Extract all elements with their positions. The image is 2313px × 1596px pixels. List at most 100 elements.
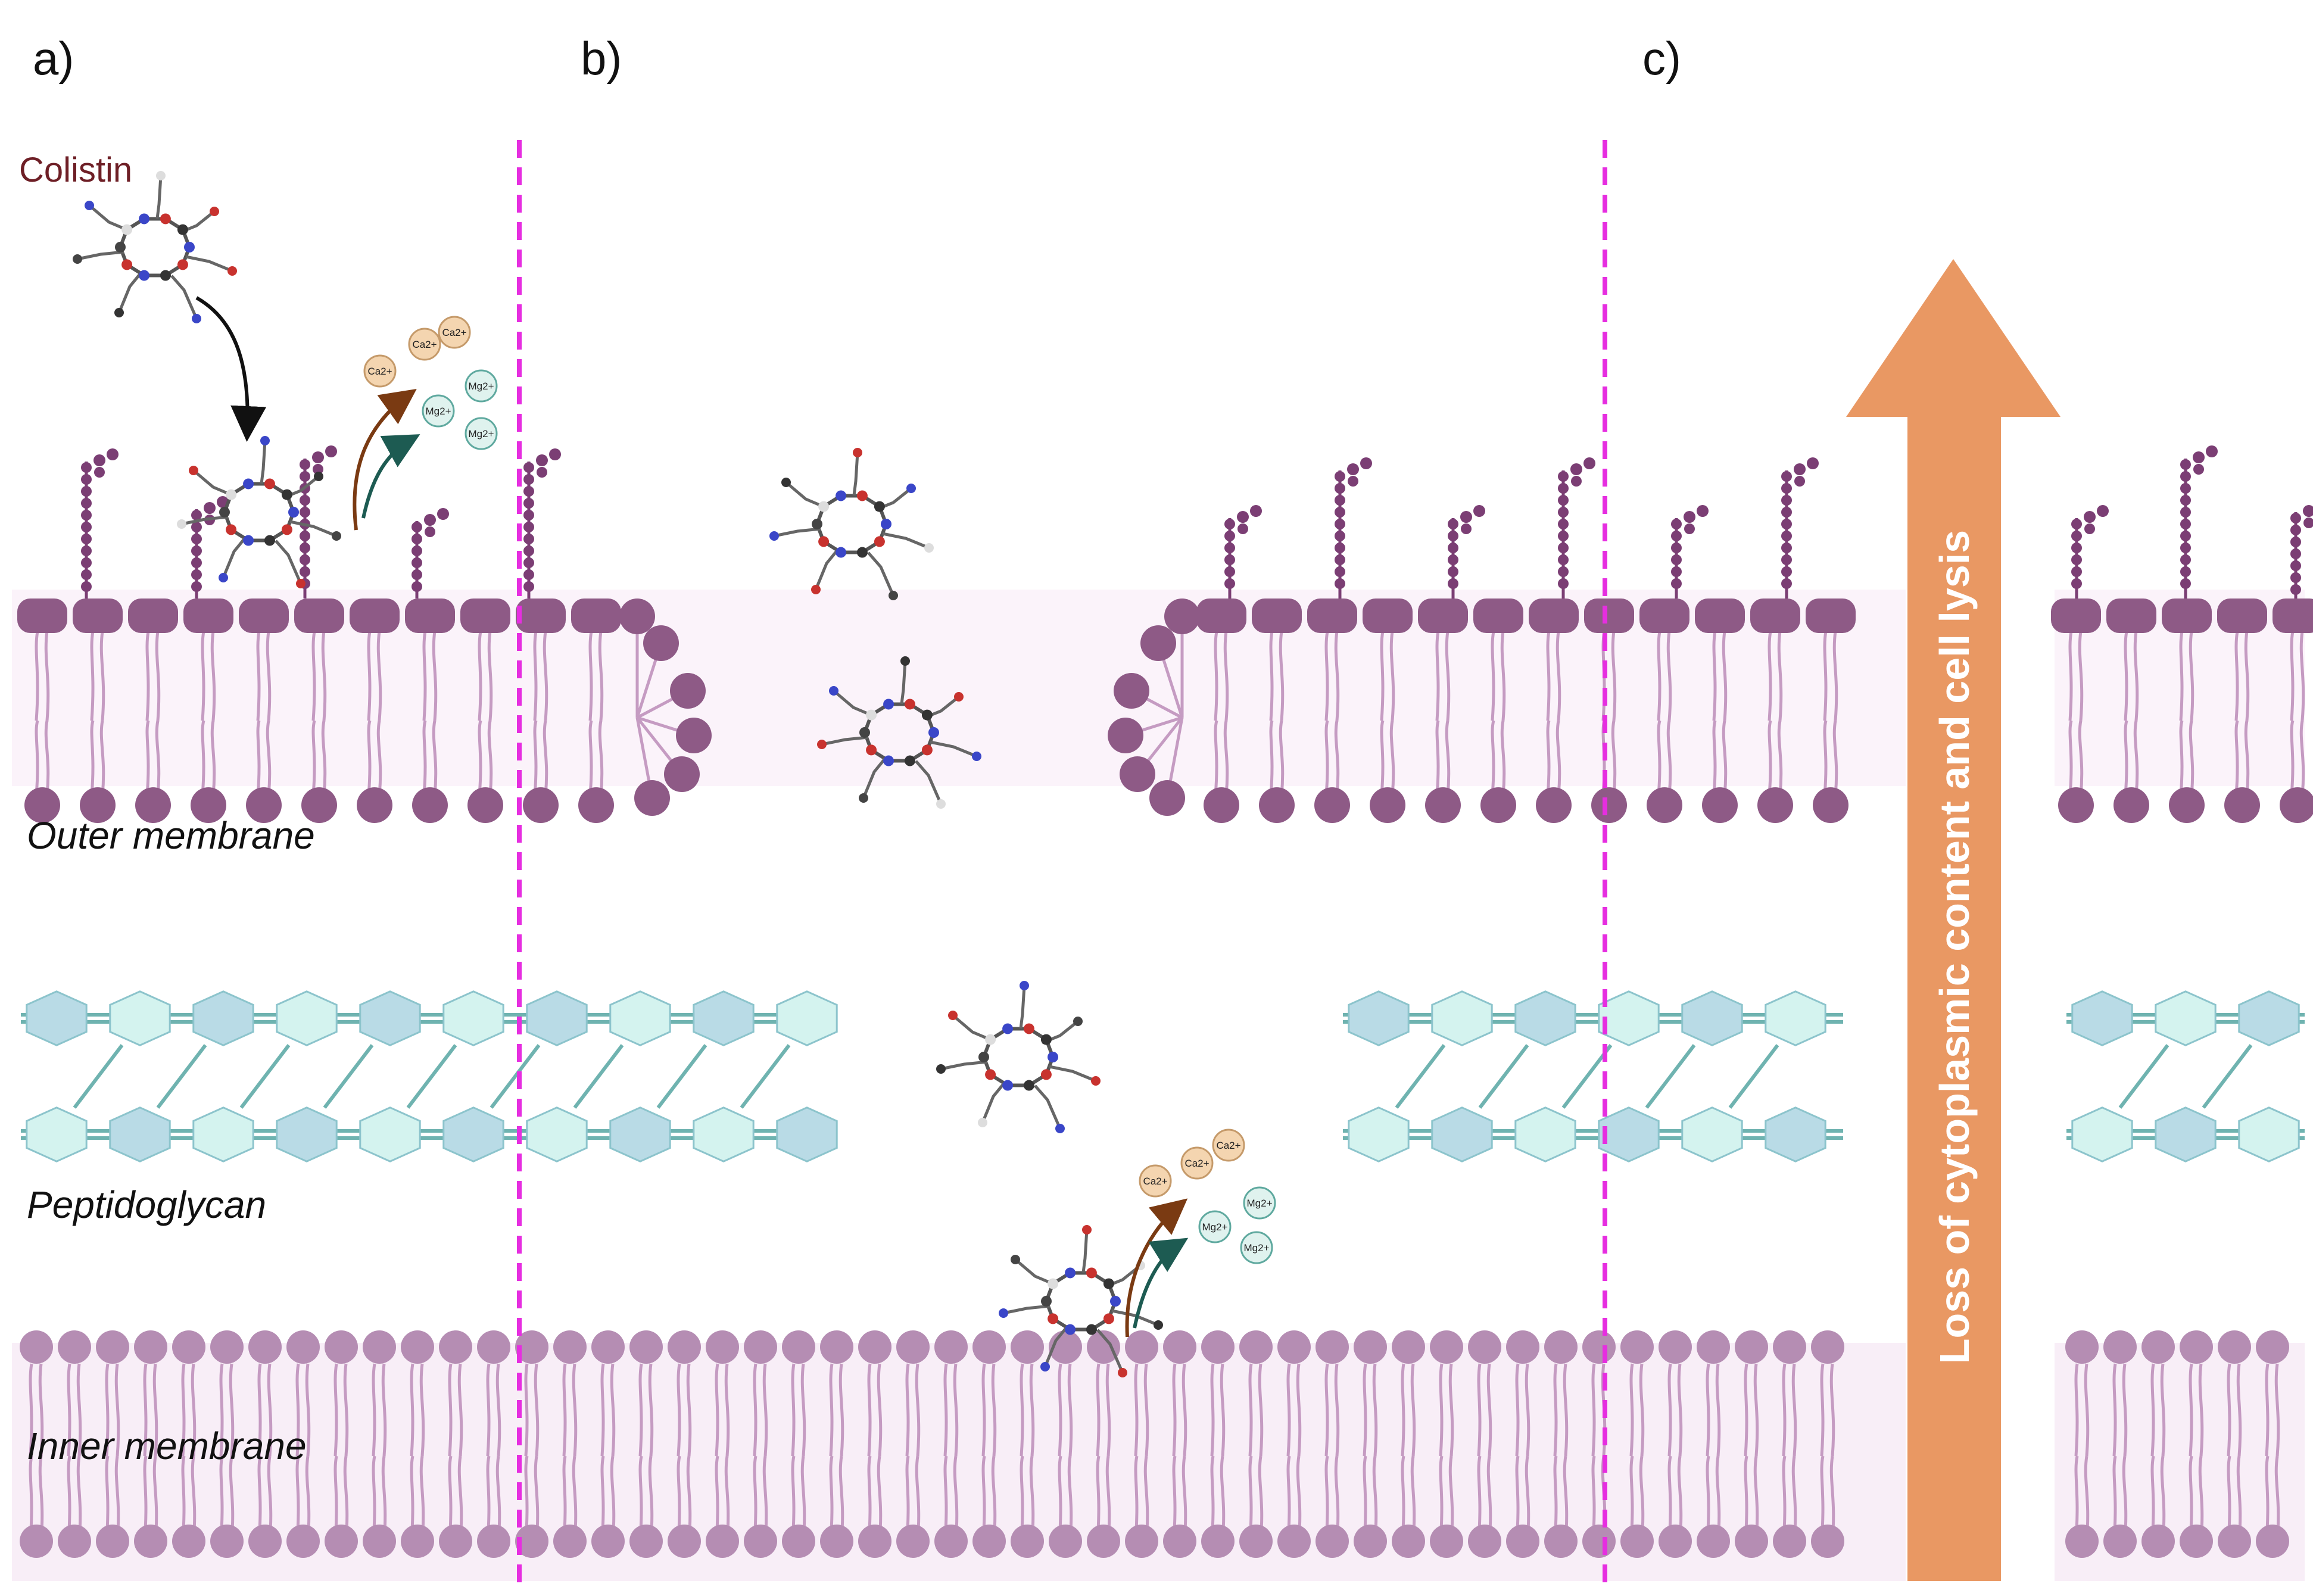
svg-text:Ca2+: Ca2+ [367,366,392,377]
inner-lipid [1697,1330,1730,1558]
lps-chain [2180,445,2218,598]
lps-chain [412,508,449,598]
outer-lipid [1806,598,1856,823]
inner-lipid [2065,1330,2099,1558]
panel-label-b: b) [581,32,622,85]
inner-lipid [553,1330,587,1558]
inner-lipid [210,1330,244,1558]
lps-chain [81,448,119,598]
inner-lipid [2141,1330,2175,1558]
inner-lipid [1620,1330,1654,1558]
peptide-crosslink [1395,1044,1446,1109]
inner-lipid [515,1330,548,1558]
outer-lipid [183,598,233,823]
outer-lipid [350,598,400,823]
lps-chain [2290,505,2313,598]
peptide-crosslink [2202,1044,2253,1109]
peptide-crosslink [2118,1044,2169,1109]
outer-lipid [1196,598,1246,823]
inner-lipid [1544,1330,1578,1558]
magnesium-ion: Mg2+ [1198,1210,1232,1243]
inner-lipid [363,1330,396,1558]
inner-membrane-label: Inner membrane [27,1424,307,1467]
outcome-arrow: Loss of cytoplasmic content and cell lys… [1846,259,2060,1581]
inner-lipid [286,1330,320,1558]
inner-lipid [96,1330,129,1558]
svg-text:Ca2+: Ca2+ [412,339,437,350]
inner-lipid [1506,1330,1539,1558]
outer-lipid [1750,598,1800,823]
inner-lipid [1087,1330,1120,1558]
mechanism-arrows [195,296,1189,1338]
peptide-crosslink [73,1044,124,1109]
lps-chains [81,445,2313,598]
inner-lipid [2103,1330,2137,1558]
inner-membrane [20,1330,2289,1558]
peptide-crosslink [323,1044,374,1109]
outer-lipid [73,598,123,823]
panel-label-c: c) [1642,32,1681,85]
inner-lipid [782,1330,815,1558]
outer-lipid [1695,598,1745,823]
inner-lipid [1163,1330,1196,1558]
inner-lipid [820,1330,853,1558]
colistin-molecule-icon [73,171,237,323]
inner-lipid [1659,1330,1692,1558]
inner-lipid [2218,1330,2251,1558]
svg-text:Ca2+: Ca2+ [1143,1176,1167,1187]
magnesium-release-arrow [361,434,420,519]
magnesium-release-arrow-inner [1133,1237,1189,1329]
magnesium-ion: Mg2+ [465,369,498,403]
inner-lipid [325,1330,358,1558]
inner-lipid [2180,1330,2213,1558]
lps-chain [1558,457,1595,598]
peptide-crosslink [406,1044,457,1109]
magnesium-ion: Mg2+ [1243,1186,1276,1220]
outer-lipid [1529,598,1579,823]
inner-lipid [1735,1330,1768,1558]
peptide-crosslink [573,1044,624,1109]
calcium-ion: Ca2+ [363,354,397,388]
inner-lipid [896,1330,930,1558]
membrane-pore-edge [619,598,712,816]
outer-lipid [239,598,289,823]
outer-lipid [1418,598,1468,823]
peptide-crosslink [1645,1044,1696,1109]
outer-lipid [2051,598,2101,823]
outer-lipid [405,598,455,823]
inner-lipid [401,1330,434,1558]
outer-lipid [1584,598,1634,823]
magnesium-ion: Mg2+ [465,417,498,450]
lps-chain [300,445,337,598]
inner-lipid [1773,1330,1806,1558]
outer-membrane-label: Outer membrane [27,814,315,857]
outer-lipid [1473,598,1523,823]
inner-lipid [248,1330,282,1558]
colistin-label: Colistin [19,151,132,189]
inner-lipid [1011,1330,1044,1558]
peptide-crosslink [490,1044,541,1109]
lps-chain [1224,505,1262,598]
inner-lipid [58,1330,91,1558]
peptidoglycan-label: Peptidoglycan [27,1183,266,1226]
peptide-crosslink [239,1044,291,1109]
magnesium-ion: Mg2+ [1240,1231,1273,1264]
inner-lipid [1201,1330,1235,1558]
svg-text:Mg2+: Mg2+ [1244,1242,1270,1254]
peptide-crosslink [656,1044,707,1109]
outer-lipid [516,598,566,823]
glycan-strand [21,990,838,1046]
calcium-ion: Ca2+ [408,328,441,361]
colistin-molecule-icon [817,656,981,809]
section-dividers [517,140,1607,1589]
outer-lipid [294,598,344,823]
displaced-ions: Ca2+Ca2+Ca2+Mg2+Mg2+Mg2+Ca2+Ca2+Ca2+Mg2+… [363,316,1276,1264]
calcium-ion: Ca2+ [1139,1164,1172,1198]
lps-chain [1448,505,1485,598]
inner-lipid [439,1330,472,1558]
inner-lipid [1392,1330,1425,1558]
inner-lipid [20,1330,53,1558]
inner-lipid [706,1330,739,1558]
inner-lipid [972,1330,1006,1558]
peptide-crosslink [156,1044,207,1109]
